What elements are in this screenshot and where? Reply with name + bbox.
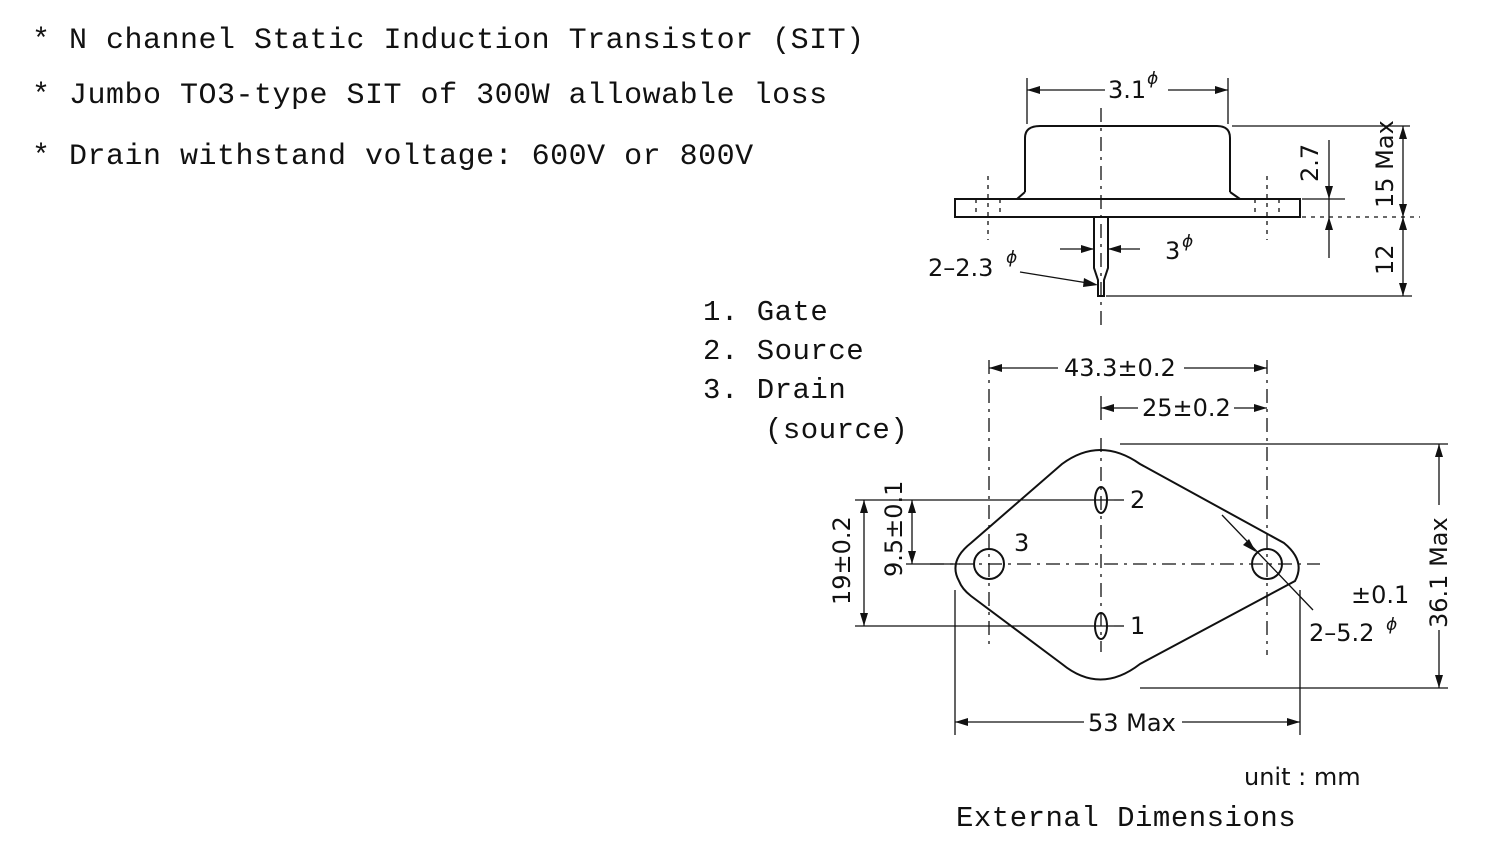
dim-hole-spec: 2–2.3 — [928, 254, 993, 282]
top-view: 3 2 1 43.3±0.2 25±0.2 19±0.2 9.5±0.1 — [828, 354, 1453, 737]
phi-symbol: ϕ — [1182, 232, 1193, 252]
dim-width-max: 53 Max — [1088, 709, 1176, 737]
dim-pin-offset: 25±0.2 — [1142, 394, 1231, 422]
phi-symbol: ϕ — [1006, 248, 1017, 268]
side-cap-outline — [1024, 125, 1231, 192]
pin-legend-gate: 1. Gate — [703, 296, 829, 329]
dim-lead-length: 12 — [1371, 244, 1399, 275]
dim-mount-hole: 2–5.2 — [1309, 619, 1374, 647]
top-case-outline — [954, 449, 1300, 681]
drawing-caption: External Dimensions — [956, 802, 1297, 835]
side-view: 3.1 ϕ 2.7 15 Max 12 3 ϕ 2–2.3 ϕ — [928, 69, 1420, 328]
phi-symbol: ϕ — [1147, 69, 1158, 89]
pin-legend-source: 2. Source — [703, 335, 865, 368]
pin-legend-drain-alt: (source) — [765, 414, 909, 447]
top-pin1-label: 1 — [1130, 612, 1145, 640]
feature-allowable-loss: * Jumbo TO3-type SIT of 300W allowable l… — [32, 79, 828, 113]
dim-cap-width: 3.1 — [1108, 76, 1146, 104]
dim-hole-pitch: 43.3±0.2 — [1064, 354, 1176, 382]
top-pin3-label: 3 — [1014, 529, 1029, 557]
dim-body-max: 15 Max — [1371, 120, 1399, 208]
dim-pin-spacing: 19±0.2 — [828, 516, 856, 605]
top-pin2-label: 2 — [1130, 486, 1145, 514]
feature-withstand-voltage: * Drain withstand voltage: 600V or 800V — [32, 140, 754, 174]
side-shoulder — [1016, 191, 1241, 200]
side-flange — [954, 198, 1301, 218]
dim-height-max: 36.1 Max — [1425, 517, 1453, 628]
pin-legend-drain: 3. Drain — [703, 374, 847, 407]
phi-symbol: ϕ — [1386, 615, 1397, 635]
dim-lead-dia: 3 — [1165, 237, 1180, 265]
dim-pin-half: 9.5±0.1 — [880, 481, 908, 577]
unit-label: unit : mm — [1244, 763, 1361, 791]
dim-cap-height: 2.7 — [1296, 144, 1324, 182]
feature-sit-type: * N channel Static Induction Transistor … — [32, 24, 865, 58]
mount-hole-left — [973, 548, 1005, 580]
dim-mount-tol: ±0.1 — [1351, 581, 1409, 609]
